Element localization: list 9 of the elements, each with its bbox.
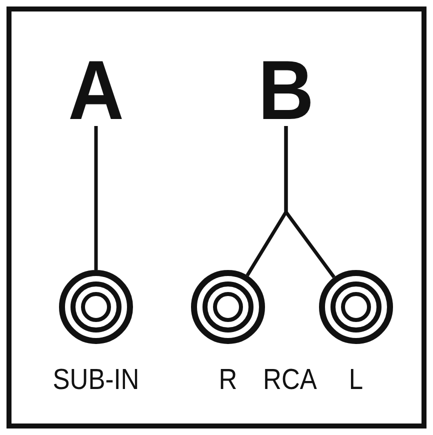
connector-type-label: RCA [262, 364, 318, 396]
rca-jack-icon [59, 270, 133, 344]
section-letter: B [254, 48, 318, 132]
section-letter: A [64, 48, 128, 132]
rca-jack-icon [319, 270, 393, 344]
rca-jack-icon [191, 270, 265, 344]
connector-line [94, 126, 98, 270]
jack-label: SUB-IN [52, 364, 140, 396]
connector-line [284, 126, 336, 278]
